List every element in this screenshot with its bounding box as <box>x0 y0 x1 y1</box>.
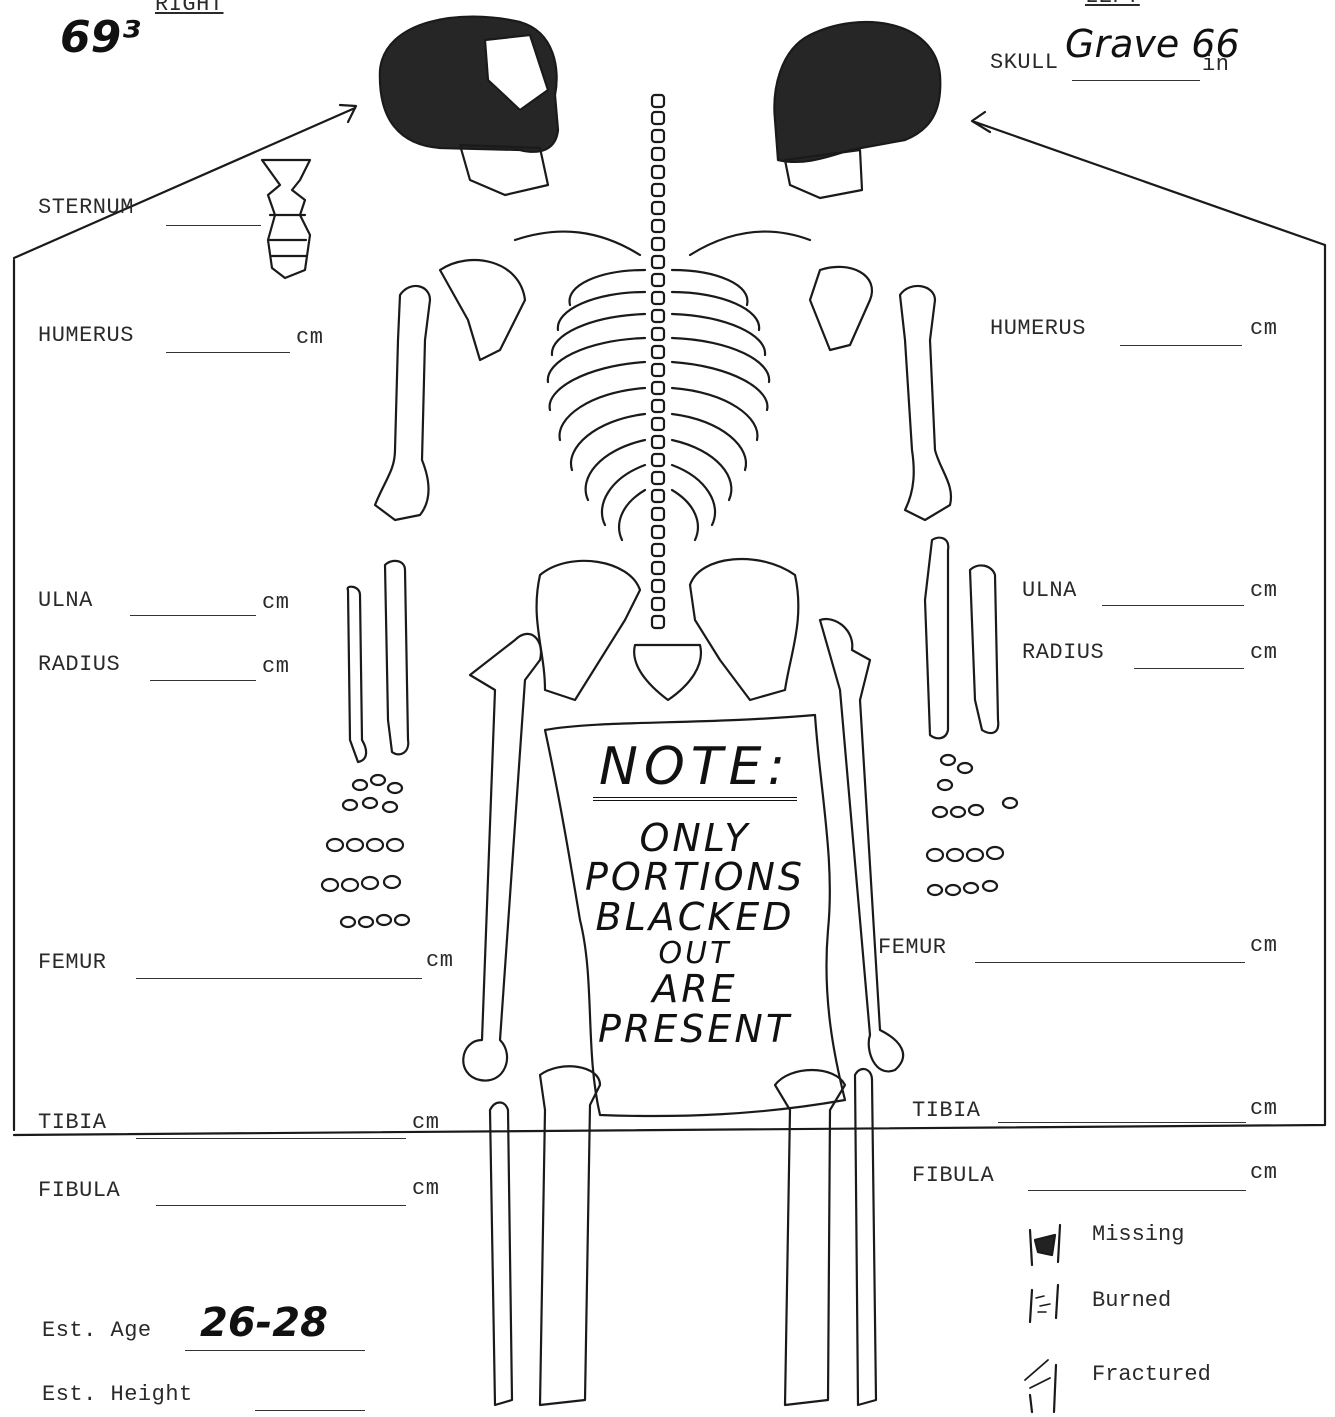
radius-right-bone <box>385 561 408 754</box>
right-side-heading: RIGHT <box>155 0 224 17</box>
hand-right-bones <box>322 775 409 927</box>
note-line-3: BLACKED <box>560 898 830 938</box>
spine <box>652 95 664 628</box>
arrow-right-skull <box>14 108 355 258</box>
fibula-right-unit: cm <box>412 1176 439 1201</box>
scapula-right <box>440 260 525 360</box>
fibula-left-bone <box>855 1069 876 1405</box>
scapula-left <box>810 267 872 350</box>
pelvis-right <box>537 561 640 700</box>
sacrum <box>634 645 701 700</box>
note-line-5: ARE <box>560 970 830 1010</box>
ulna-left-line <box>1102 605 1244 606</box>
tibia-right-unit: cm <box>412 1110 439 1135</box>
tibia-left-line <box>998 1122 1246 1123</box>
tibia-left-label: TIBIA <box>912 1098 981 1123</box>
humerus-left-bone <box>900 286 951 520</box>
humerus-left-label: HUMERUS <box>990 316 1086 341</box>
radius-left-line <box>1134 668 1244 669</box>
missing-icon <box>1030 1225 1060 1265</box>
femur-right-unit: cm <box>426 948 453 973</box>
legend-fractured: Fractured <box>1092 1362 1211 1387</box>
legend-burned: Burned <box>1092 1288 1171 1313</box>
ulna-left-label: ULNA <box>1022 578 1077 603</box>
humerus-right-unit: cm <box>296 325 323 350</box>
femur-left-unit: cm <box>1250 933 1277 958</box>
note-line-2: PORTIONS <box>560 858 830 898</box>
sheet-number: 69³ <box>60 12 141 63</box>
ulna-right-line <box>130 615 256 616</box>
radius-left-unit: cm <box>1250 640 1277 665</box>
arrow-left-skull <box>975 122 1325 245</box>
femur-left-line <box>975 962 1245 963</box>
fibula-left-unit: cm <box>1250 1160 1277 1185</box>
sternum-bone <box>262 160 310 278</box>
clavicle-right <box>515 232 640 255</box>
note-line-1: ONLY <box>560 819 830 859</box>
ulna-left-bone <box>925 538 948 739</box>
tibia-right-label: TIBIA <box>38 1110 107 1135</box>
tibia-right-line <box>136 1138 406 1139</box>
legend-missing: Missing <box>1092 1222 1184 1247</box>
ulna-right-unit: cm <box>262 590 289 615</box>
skull-label: SKULL <box>990 50 1059 75</box>
pelvis-left <box>690 559 798 700</box>
ulna-left-unit: cm <box>1250 578 1277 603</box>
femur-right-line <box>136 978 422 979</box>
femur-left-label: FEMUR <box>878 935 947 960</box>
skull-right-view <box>380 17 558 195</box>
skull-left-view <box>774 22 940 198</box>
radius-left-bone <box>970 565 998 733</box>
sternum-line <box>166 225 261 226</box>
left-side-heading: LEFT <box>1085 0 1140 9</box>
humerus-right-bone <box>375 286 430 520</box>
humerus-left-line <box>1120 345 1242 346</box>
est-age-label: Est. Age <box>42 1318 152 1343</box>
humerus-left-unit: cm <box>1250 316 1277 341</box>
est-height-line <box>255 1410 365 1411</box>
hand-left-bones <box>927 755 1017 895</box>
est-height-label: Est. Height <box>42 1382 193 1407</box>
fibula-left-line <box>1028 1190 1246 1191</box>
radius-right-label: RADIUS <box>38 652 120 677</box>
sternum-label: STERNUM <box>38 195 134 220</box>
radius-right-unit: cm <box>262 654 289 679</box>
est-age-line <box>185 1350 365 1351</box>
humerus-right-line <box>166 352 290 353</box>
clavicle-left <box>690 232 810 255</box>
fractured-icon <box>1025 1360 1056 1412</box>
femur-left-bone <box>820 619 903 1071</box>
note-heading: NOTE: <box>593 740 797 801</box>
radius-left-label: RADIUS <box>1022 640 1104 665</box>
skull-unit: in <box>1202 52 1229 77</box>
skull-value-line <box>1072 80 1200 81</box>
tibia-left-bone <box>775 1070 845 1405</box>
note-line-4: OUT <box>560 938 830 970</box>
est-age-value: 26-28 <box>200 1300 328 1346</box>
fibula-right-label: FIBULA <box>38 1178 120 1203</box>
tibia-left-unit: cm <box>1250 1096 1277 1121</box>
femur-right-label: FEMUR <box>38 950 107 975</box>
ulna-right-label: ULNA <box>38 588 93 613</box>
note-text: NOTE: ONLY PORTIONS BLACKED OUT ARE PRES… <box>560 740 830 1050</box>
fibula-right-line <box>156 1205 406 1206</box>
radius-right-line <box>150 680 256 681</box>
burned-icon <box>1030 1285 1058 1322</box>
fibula-left-label: FIBULA <box>912 1163 994 1188</box>
ulna-right-bone <box>348 587 366 762</box>
fibula-right-bone <box>490 1103 512 1406</box>
humerus-right-label: HUMERUS <box>38 323 134 348</box>
tibia-right-bone <box>540 1066 600 1405</box>
femur-right-bone <box>463 634 541 1081</box>
note-line-6: PRESENT <box>560 1010 830 1050</box>
